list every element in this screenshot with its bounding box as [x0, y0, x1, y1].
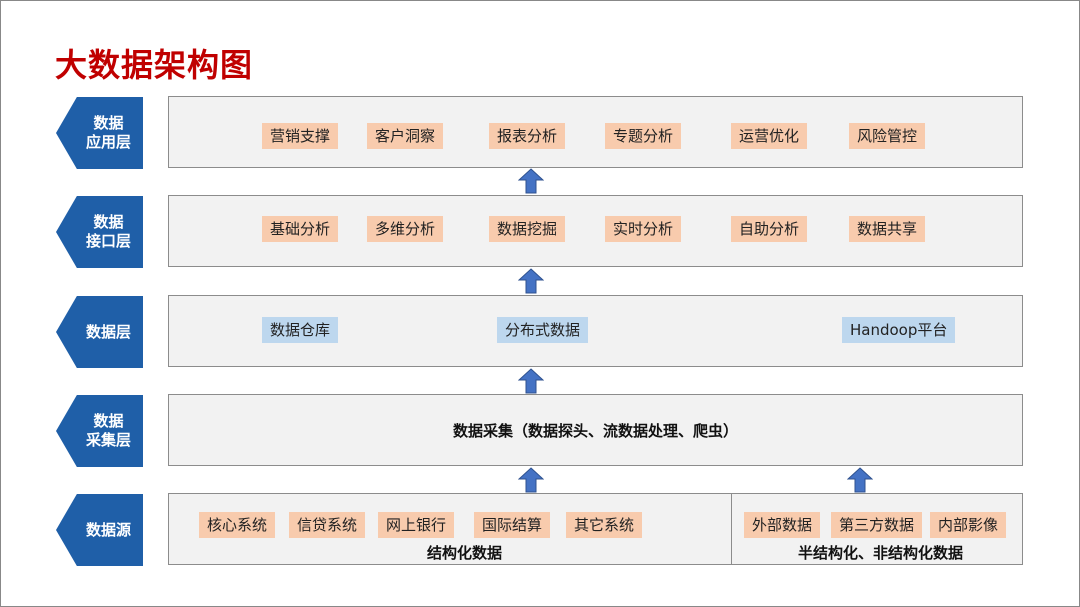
- layer-app: 营销支撑 客户洞察 报表分析 专题分析 运营优化 风险管控: [168, 96, 1023, 168]
- layer-label-text: 数据层: [85, 322, 131, 341]
- chip-item: 数据仓库: [262, 317, 339, 343]
- layer-label-data: 数据层: [56, 296, 143, 368]
- chip-item: 基础分析: [262, 216, 339, 242]
- chip-item: 营销支撑: [262, 123, 339, 149]
- chip-item: 内部影像: [930, 512, 1007, 538]
- up-arrow-icon: [518, 268, 544, 294]
- chip-item: 网上银行: [378, 512, 455, 538]
- up-arrow-icon: [518, 467, 544, 493]
- chip-item: 客户洞察: [367, 123, 444, 149]
- layer-label-app: 数据 应用层: [56, 97, 143, 169]
- chip-item: 外部数据: [744, 512, 821, 538]
- chip-item: 实时分析: [605, 216, 682, 242]
- layer-label-text: 数据 应用层: [85, 114, 131, 151]
- chip-item: 信贷系统: [289, 512, 366, 538]
- layer-label-text: 数据 采集层: [85, 412, 131, 449]
- chip-item: 分布式数据: [497, 317, 589, 343]
- chip-item: 其它系统: [566, 512, 643, 538]
- chip-item: 第三方数据: [831, 512, 923, 538]
- chip-item: 多维分析: [367, 216, 444, 242]
- chip-item: 自助分析: [731, 216, 808, 242]
- layer-label-text: 数据源: [85, 520, 131, 539]
- layer-label-collect: 数据 采集层: [56, 395, 143, 467]
- chip-item: 风险管控: [849, 123, 926, 149]
- chip-item: 数据挖掘: [489, 216, 566, 242]
- collect-description: 数据采集（数据探头、流数据处理、爬虫）: [452, 421, 738, 440]
- chip-item: 专题分析: [605, 123, 682, 149]
- layer-data: 数据仓库 分布式数据 Handoop平台: [168, 295, 1023, 367]
- chip-item: 运营优化: [731, 123, 808, 149]
- up-arrow-icon: [518, 368, 544, 394]
- page-title: 大数据架构图: [55, 46, 254, 84]
- chip-item: Handoop平台: [842, 317, 956, 343]
- up-arrow-icon: [518, 168, 544, 194]
- layer-label-source: 数据源: [56, 494, 143, 566]
- layer-source: 核心系统 信贷系统 网上银行 国际结算 其它系统 结构化数据 外部数据 第三方数…: [168, 493, 1023, 565]
- layer-api: 基础分析 多维分析 数据挖掘 实时分析 自助分析 数据共享: [168, 195, 1023, 267]
- source-divider: [731, 494, 732, 564]
- chip-item: 核心系统: [199, 512, 276, 538]
- chip-item: 数据共享: [849, 216, 926, 242]
- layer-label-text: 数据 接口层: [85, 213, 131, 250]
- up-arrow-icon: [847, 467, 873, 493]
- structured-caption: 结构化数据: [427, 544, 503, 562]
- chip-item: 国际结算: [474, 512, 551, 538]
- unstructured-caption: 半结构化、非结构化数据: [798, 544, 964, 562]
- layer-label-api: 数据 接口层: [56, 196, 143, 268]
- chip-item: 报表分析: [489, 123, 566, 149]
- layer-collect: 数据采集（数据探头、流数据处理、爬虫）: [168, 394, 1023, 466]
